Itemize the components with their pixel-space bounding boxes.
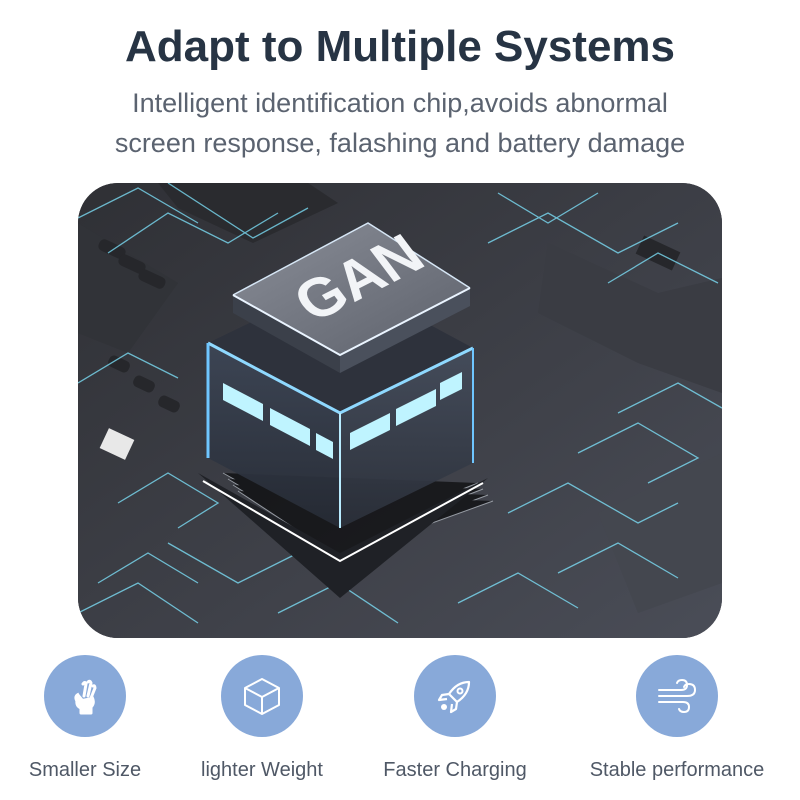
feature-icon-circle [414, 655, 496, 737]
feature-stable-performance: Stable performance [577, 655, 777, 782]
feature-lighter-weight: lighter Weight [162, 655, 362, 782]
subtitle-line-2: screen response, falashing and battery d… [114, 128, 686, 158]
rocket-icon [437, 680, 471, 714]
cube-icon [244, 678, 280, 715]
circuit-board-graphic: GAN [78, 183, 722, 638]
gan-chip-illustration: GAN [78, 183, 722, 638]
feature-icon-circle [221, 655, 303, 737]
feature-label: Smaller Size [28, 759, 142, 781]
feature-smaller-size: Smaller Size [0, 655, 185, 782]
feature-icon-circle [636, 655, 718, 737]
feature-label: lighter Weight [201, 759, 323, 781]
page-title: Adapt to Multiple Systems [124, 22, 676, 71]
chip-socket [198, 473, 488, 598]
wind-icon [658, 678, 697, 714]
feature-label: Faster Charging [383, 759, 527, 781]
subtitle-line-1: Intelligent identification chip,avoids a… [132, 88, 668, 118]
circuit-traces [78, 183, 722, 624]
feature-faster-charging: Faster Charging [355, 655, 555, 782]
hand-ok-icon [74, 679, 97, 715]
feature-label: Stable performance [589, 759, 765, 781]
feature-icon-circle [44, 655, 126, 737]
background-components [78, 183, 722, 613]
